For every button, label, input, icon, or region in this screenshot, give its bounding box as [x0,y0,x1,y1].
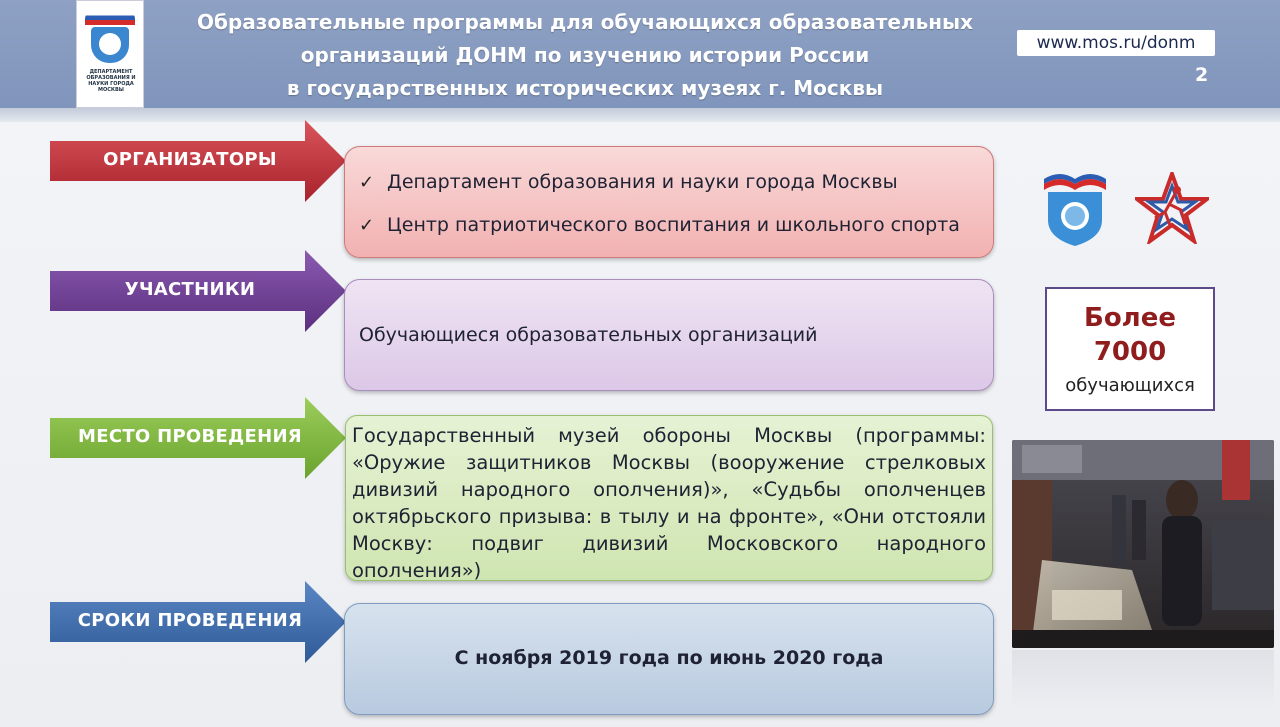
title-line-1: Образовательные программы для обучающихс… [196,10,974,34]
star-runner-icon [1135,172,1209,244]
stat-box: Более 7000 обучающихся [1045,287,1215,411]
stat-caption: обучающихся [1065,375,1195,396]
participants-arrow: УЧАСТНИКИ [50,250,350,332]
header-bar [0,0,1280,118]
participants-text: Обучающиеся образовательных организаций [359,324,818,346]
dates-arrow: СРОКИ ПРОВЕДЕНИЯ [50,581,350,663]
title-line-2: организаций ДОНМ по изучению истории Рос… [300,43,870,67]
page-number: 2 [1195,64,1209,86]
site-link[interactable]: www.mos.ru/donm [1017,30,1215,56]
title-line-3: в государственных исторических музеях г.… [286,76,884,100]
museum-photo-image [1012,440,1274,648]
organizers-label: ОРГАНИЗАТОРЫ [103,149,277,170]
arrow-shape [50,120,346,202]
photo-reflection [1012,650,1274,710]
header-divider [0,108,1280,122]
organizer-item: ✓ Центр патриотического воспитания и шко… [359,214,960,236]
page-title: Образовательные программы для обучающихс… [150,6,1020,105]
participants-label: УЧАСТНИКИ [124,279,256,300]
arrow-shape [50,581,346,663]
checkmark-icon: ✓ [359,214,375,236]
organizer-item-text: Департамент образования и науки города М… [387,171,898,193]
venue-arrow: МЕСТО ПРОВЕДЕНИЯ [50,397,350,479]
arrow-shape [50,397,346,479]
dates-label: СРОКИ ПРОВЕДЕНИЯ [77,610,303,631]
dates-box: С ноября 2019 года по июнь 2020 года [344,603,994,715]
organizers-box: ✓ Департамент образования и науки города… [344,146,994,258]
organizer-item: ✓ Департамент образования и науки города… [359,171,898,193]
checkmark-icon: ✓ [359,171,375,193]
logo-caption: ДЕПАРТАМЕНТ ОБРАЗОВАНИЯ И НАУКИ ГОРОДА М… [86,69,136,93]
globe-icon [99,33,121,55]
stat-number: 7000 [1093,337,1167,367]
flag-icon [85,11,135,25]
museum-photo [1012,440,1274,648]
arrow-shape [50,250,346,332]
stat-more: Более [1084,303,1176,333]
venue-box: Государственный музей обороны Москвы (пр… [345,415,993,582]
organizers-arrow: ОРГАНИЗАТОРЫ [50,120,350,202]
participants-box: Обучающиеся образовательных организаций [344,279,994,391]
donm-logo: ДЕПАРТАМЕНТ ОБРАЗОВАНИЯ И НАУКИ ГОРОДА М… [76,0,144,108]
dates-text: С ноября 2019 года по июнь 2020 года [454,647,884,669]
venue-text: Государственный музей обороны Москвы (пр… [352,424,986,582]
donm-emblem-icon [1044,174,1106,246]
venue-label: МЕСТО ПРОВЕДЕНИЯ [78,426,302,447]
organizer-item-text: Центр патриотического воспитания и школь… [387,214,960,236]
